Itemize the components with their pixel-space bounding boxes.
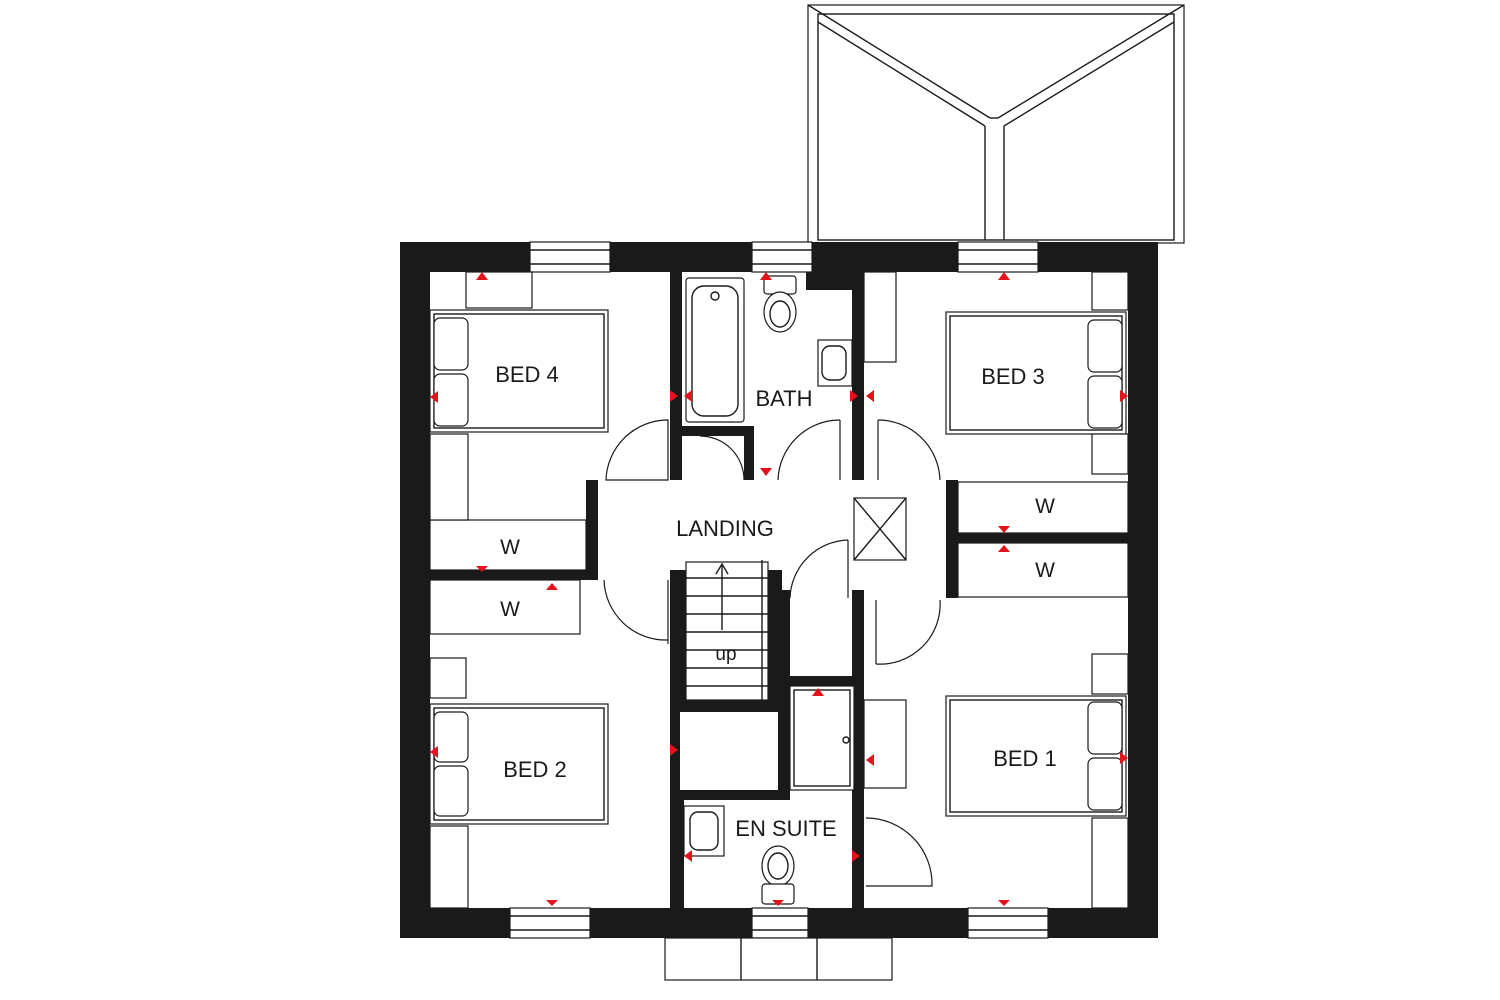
room-labels: BED 4 BATH BED 3 LANDING BED 2 EN SUITE … [495, 362, 1057, 841]
room-label-landing: LANDING [676, 516, 774, 541]
basin-en-suite [683, 805, 725, 857]
room-label-bed-2: BED 2 [503, 757, 567, 782]
wardrobe-label: W [1035, 559, 1055, 582]
stairs-up-label: up [715, 644, 736, 665]
basin-bath [817, 339, 853, 387]
staircase [685, 560, 769, 701]
bed-1-furniture [863, 653, 1129, 909]
electrical-markers [430, 272, 1128, 906]
bed-3-furniture [863, 271, 1129, 475]
windows [509, 241, 1049, 939]
porch [664, 937, 893, 981]
room-label-bed-3: BED 3 [981, 364, 1045, 389]
wardrobes [429, 433, 1129, 635]
wardrobe-label: W [1035, 495, 1055, 518]
loft-hatch [853, 497, 907, 561]
bed-4-furniture [429, 271, 609, 433]
room-label-bed-4: BED 4 [495, 362, 559, 387]
toilet-bath [763, 275, 797, 333]
room-label-bed-1: BED 1 [993, 746, 1057, 771]
inner-walls [430, 272, 1128, 910]
wardrobe-label: W [500, 598, 520, 621]
wardrobe-label: W [500, 536, 520, 559]
shower-en-suite [789, 685, 855, 791]
toilet-en-suite [761, 845, 795, 905]
room-label-en-suite: EN SUITE [735, 816, 836, 841]
doors [603, 419, 941, 887]
room-label-bath: BATH [755, 386, 812, 411]
bathtub [685, 277, 745, 423]
balcony [807, 4, 1185, 244]
bed-2-furniture [429, 657, 609, 909]
